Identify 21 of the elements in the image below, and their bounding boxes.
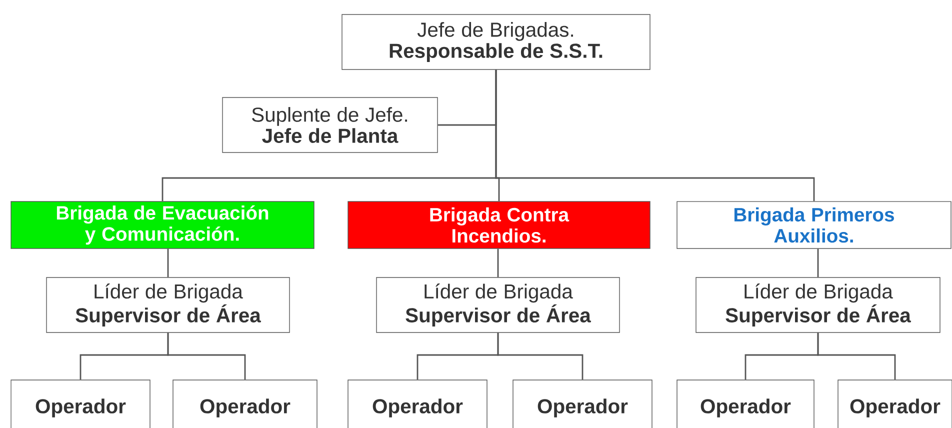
connector-line	[167, 248, 169, 278]
connector-line	[817, 332, 896, 380]
role-box: Suplente de Jefe. Jefe de Planta	[222, 97, 438, 153]
brigade-box: Brigada de Evacuación y Comunicación.	[10, 201, 314, 249]
brigade-box: Brigada Contra Incendios.	[348, 201, 650, 249]
connector-line	[167, 332, 246, 380]
operator-box: Operador	[172, 380, 318, 428]
operator-box: Operador	[348, 380, 488, 428]
role-box: Líder de Brigada Supervisor de Área	[696, 277, 940, 333]
operator-box: Operador	[838, 380, 952, 428]
role-box: Líder de Brigada Supervisor de Área	[46, 277, 290, 333]
connector-line	[495, 70, 815, 202]
brigade-box: Brigada Primeros Auxilios.	[676, 201, 952, 249]
operator-box: Operador	[512, 380, 652, 428]
connector-line	[497, 248, 499, 278]
operator-box: Operador	[10, 380, 150, 428]
role-box: Jefe de Brigadas. Responsable de S.S.T.	[342, 14, 650, 70]
role-box: Líder de Brigada Supervisor de Área	[376, 277, 620, 333]
operator-box: Operador	[676, 380, 814, 428]
connector-line	[497, 332, 584, 380]
connector-line	[817, 248, 819, 278]
